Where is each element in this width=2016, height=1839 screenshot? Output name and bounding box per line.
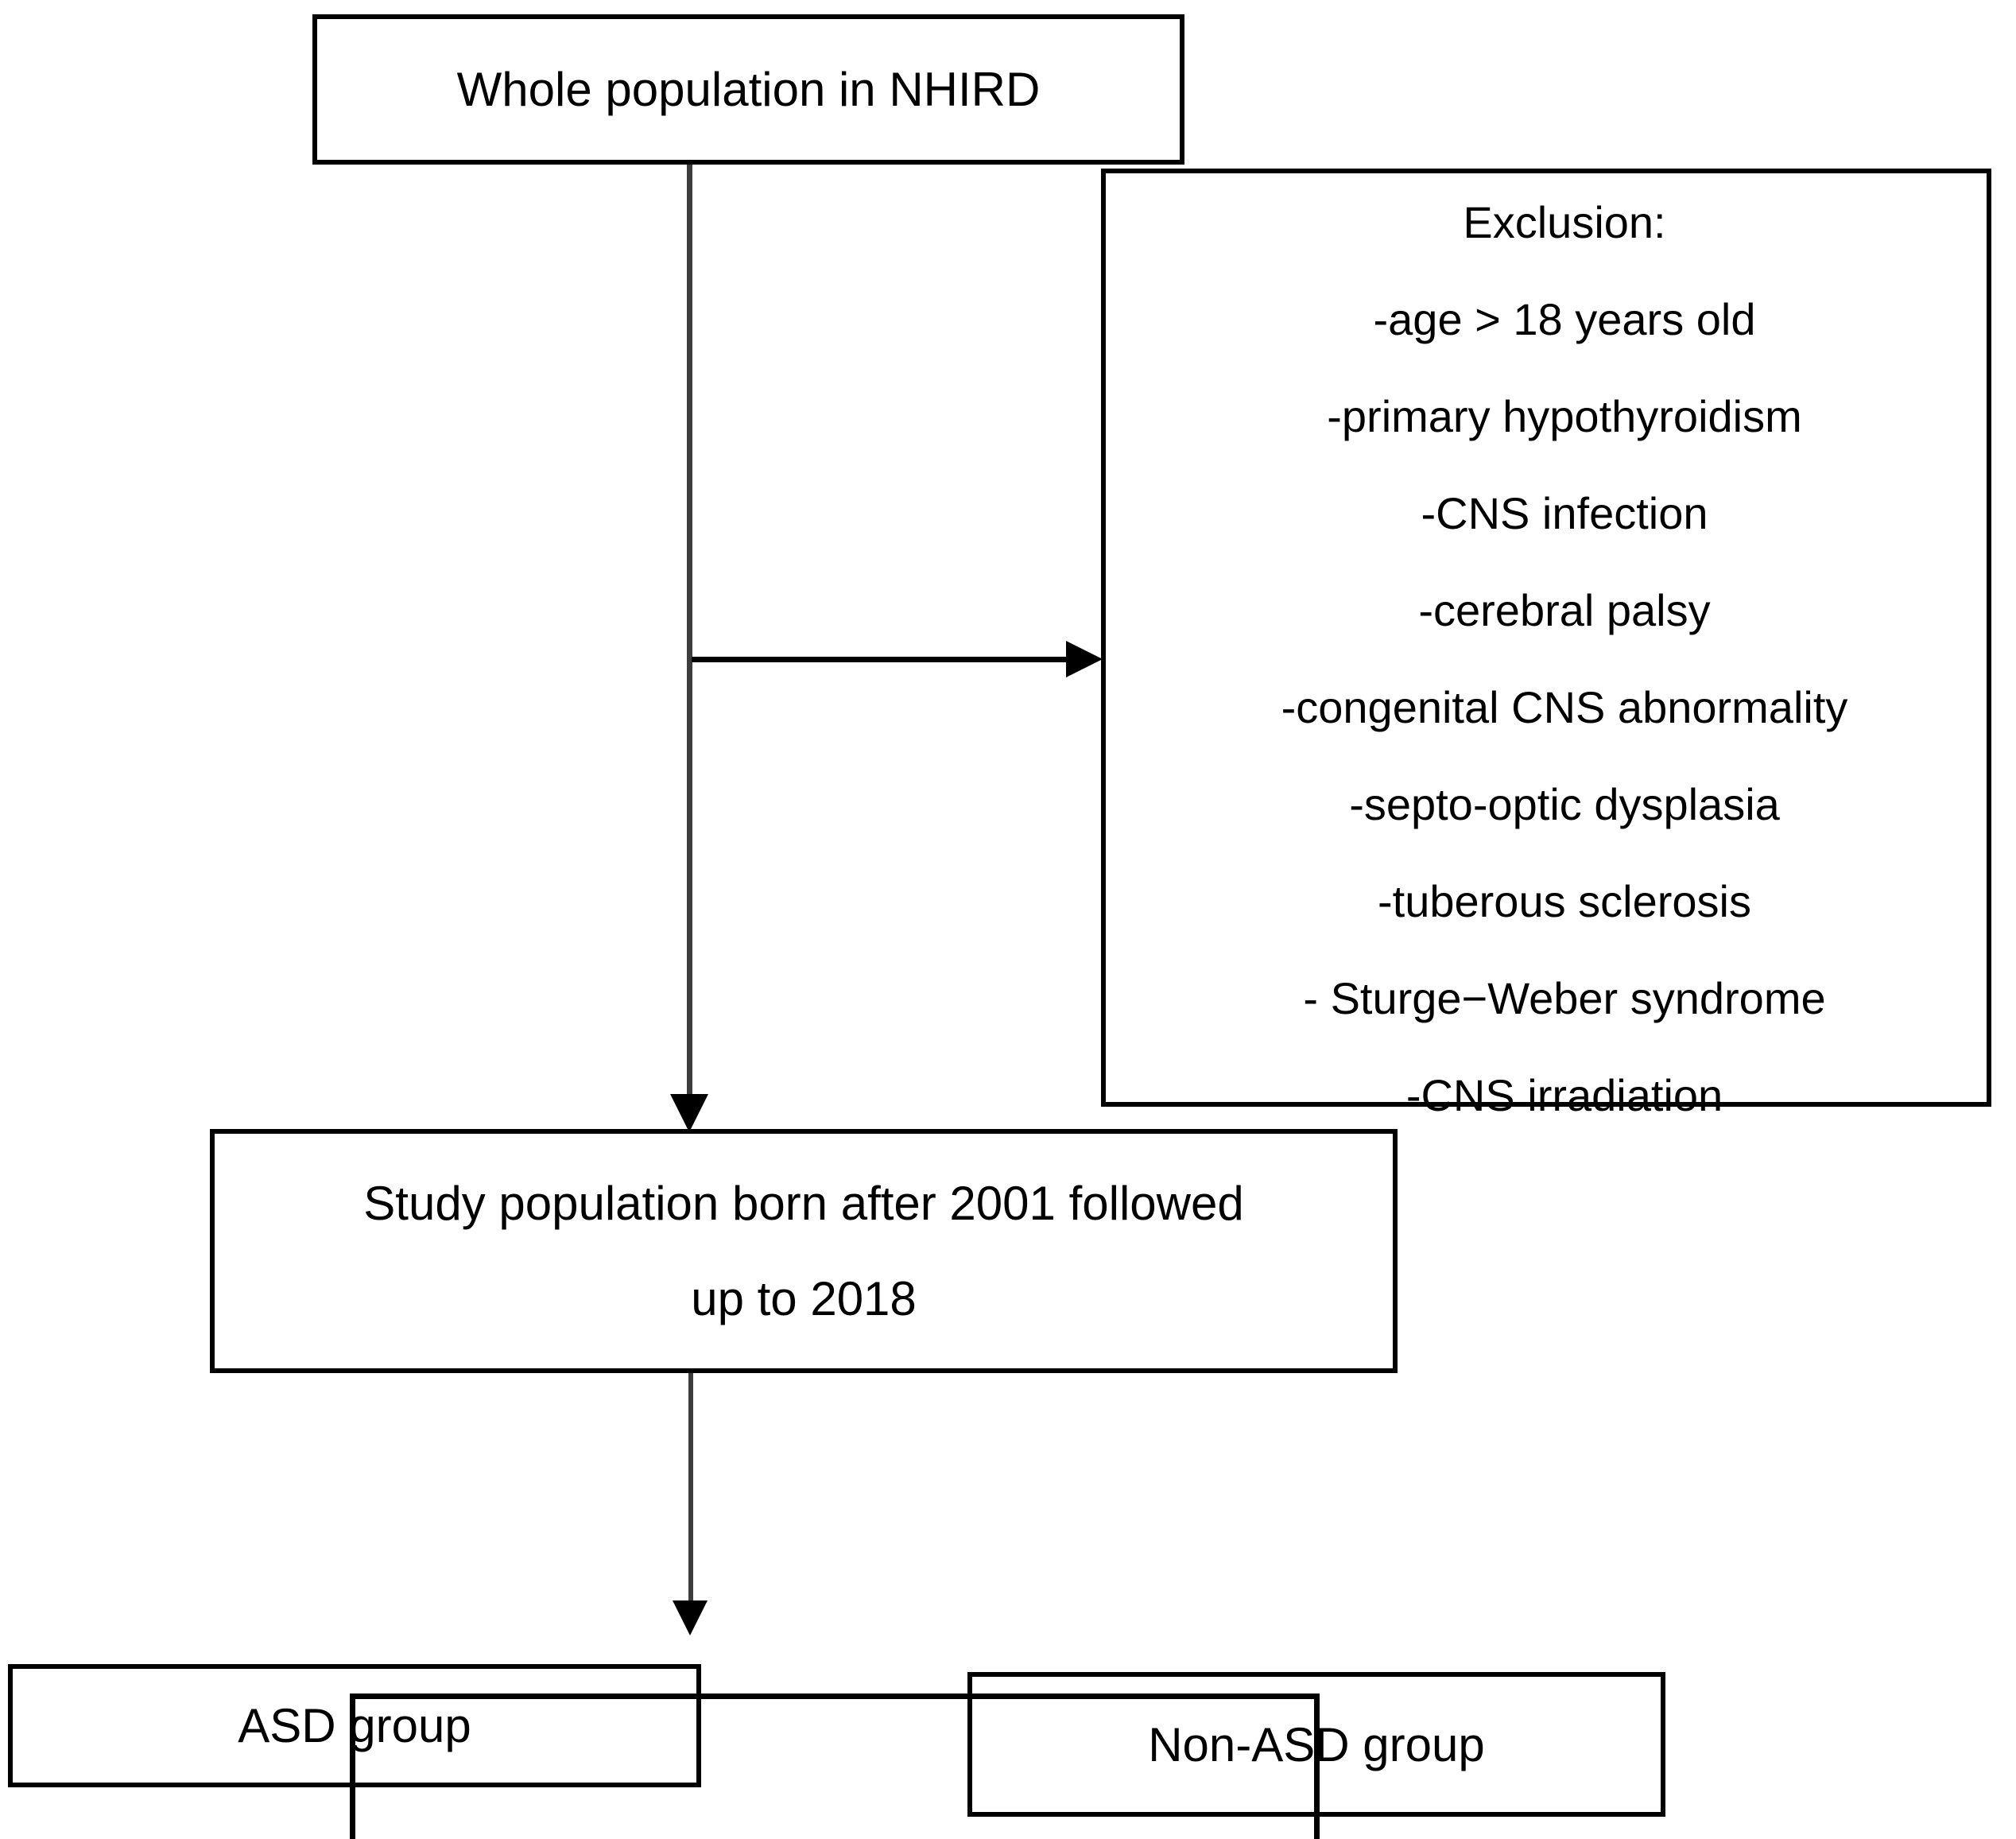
node-asd-group-label: ASD group xyxy=(238,1699,471,1752)
exclusion-item-tuberous-sclerosis: -tuberous sclerosis xyxy=(1378,876,1751,926)
node-whole-population: Whole population in NHIRD xyxy=(312,14,1184,165)
connector-split-to-non-asd-group xyxy=(1314,1694,1320,1839)
exclusion-heading: Exclusion: xyxy=(1463,197,1666,247)
connector-split-to-asd-group xyxy=(350,1694,355,1839)
exclusion-item-septo-optic-dysplasia: -septo-optic dysplasia xyxy=(1349,779,1780,829)
exclusion-item-cns-infection: -CNS infection xyxy=(1421,488,1708,538)
arrowhead-right-to-exclusion xyxy=(1066,641,1103,677)
exclusion-item-age: -age > 18 years old xyxy=(1373,294,1756,344)
exclusion-list: Exclusion: -age > 18 years old -primary … xyxy=(1142,200,1987,1118)
node-study-population: Study population born after 2001 followe… xyxy=(210,1129,1398,1373)
node-whole-population-label: Whole population in NHIRD xyxy=(456,63,1041,116)
connector-to-exclusion xyxy=(692,657,1081,662)
connector-study-population-to-split xyxy=(688,1373,693,1604)
node-study-population-label: Study population born after 2001 followe… xyxy=(363,1176,1244,1325)
arrowhead-down-to-study-population xyxy=(670,1094,708,1132)
connector-split-bar xyxy=(350,1694,1320,1699)
node-exclusion: Exclusion: -age > 18 years old -primary … xyxy=(1101,169,1991,1118)
exclusion-item-congenital-cns-abnormality: -congenital CNS abnormality xyxy=(1281,682,1848,732)
connector-whole-population-to-study-population xyxy=(687,165,692,1100)
arrowhead-down-to-split xyxy=(673,1600,708,1635)
exclusion-item-cerebral-palsy: -cerebral palsy xyxy=(1418,585,1711,635)
exclusion-item-sturge-weber-syndrome: - Sturge−Weber syndrome xyxy=(1303,973,1826,1023)
exclusion-item-primary-hypothyroidism: -primary hypothyroidism xyxy=(1327,391,1802,441)
exclusion-item-cns-irradiation: -CNS irradiation xyxy=(1405,1070,1723,1120)
